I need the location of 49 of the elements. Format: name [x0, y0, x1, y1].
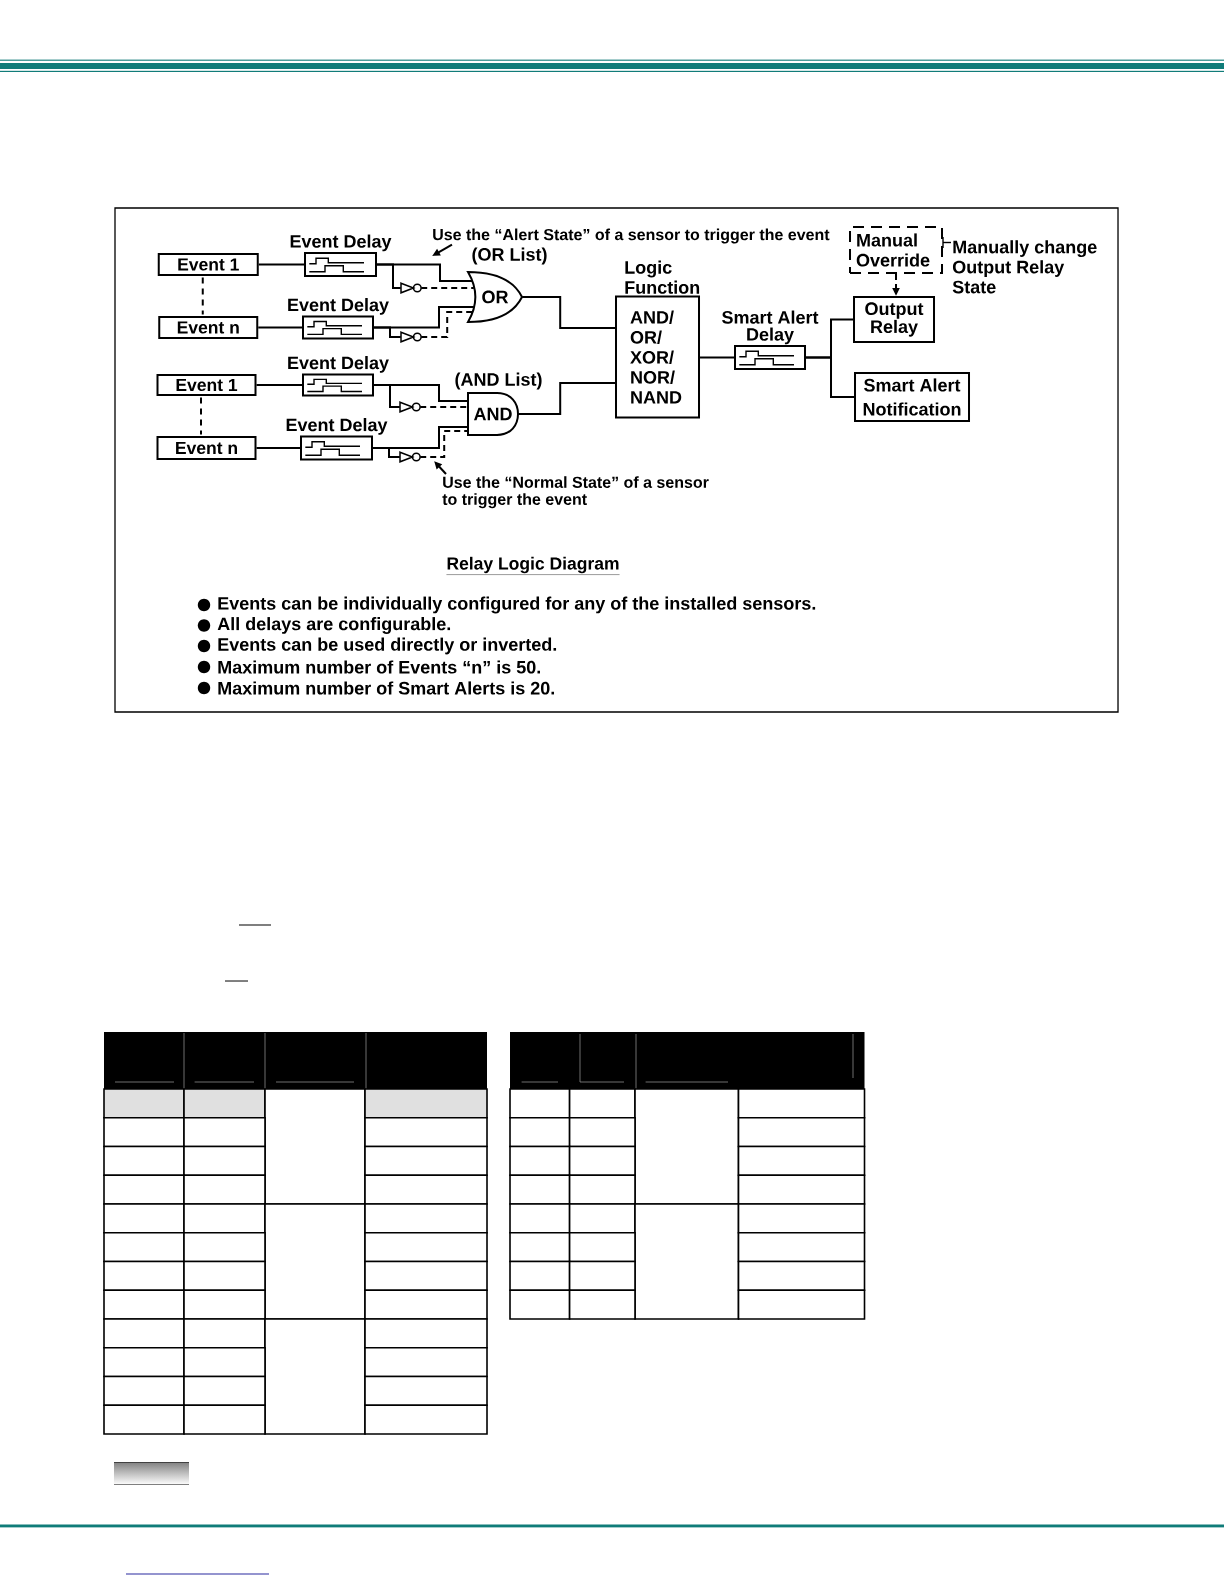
note-text: Use the “Alert State” of a sensor to trigger the event: [433, 228, 830, 244]
dashed-line: [201, 276, 204, 316]
note-text: Manually change Output Relay State: [952, 240, 1097, 294]
gate-label: (AND List): [455, 372, 542, 390]
relay-box: Output Relay: [853, 296, 935, 343]
dashed-line: [419, 406, 469, 408]
diagram-title: Relay Logic Diagram: [446, 556, 620, 575]
delay-label: Event Delay: [288, 356, 389, 373]
wire: [257, 263, 305, 266]
inverter-symbol: [400, 282, 422, 294]
event-box: Event 1: [157, 253, 259, 276]
bullet-text: Maximum number of Smart Alerts is 20.: [218, 681, 554, 695]
logic-box: AND/ OR/ XOR/ NOR/ NAND: [615, 295, 700, 419]
dashed-line: [419, 430, 469, 458]
event-box: Event n: [158, 316, 259, 339]
box-heading: Logic Function: [625, 260, 700, 294]
inverter-symbol: [399, 401, 421, 413]
delay-label: Event Delay: [290, 234, 392, 252]
wire: [373, 326, 402, 338]
gate-label: (OR List): [472, 247, 547, 265]
bullet-text: Maximum number of Events “n” is 50.: [218, 660, 540, 674]
wire: [805, 356, 855, 398]
inverter-symbol: [399, 451, 421, 463]
wire: [372, 447, 401, 458]
delay-label: Smart Alert Delay: [722, 310, 819, 345]
event-box: Event 1: [156, 374, 257, 396]
notification-box: Smart Alert Notification: [854, 372, 970, 422]
delay-label: Event Delay: [288, 298, 389, 315]
delay-label: Event Delay: [286, 418, 388, 435]
or-gate: OR: [467, 271, 523, 323]
dashed-line: [200, 396, 202, 436]
dashed-line: [420, 311, 474, 338]
wire: [255, 384, 303, 386]
override-box: Manual Override: [849, 226, 943, 274]
and-gate: AND: [467, 392, 519, 436]
inverter-symbol: [400, 331, 422, 343]
bullet-text: All delays are configurable.: [217, 617, 451, 634]
wire: [699, 356, 735, 359]
event-box: Event n: [156, 436, 257, 460]
bullet-text: Events can be individually configured for any of the installed sensors.: [218, 596, 816, 614]
wire: [521, 296, 616, 329]
wire: [376, 263, 402, 289]
wire: [255, 447, 301, 449]
leader-arrow: [434, 461, 447, 475]
wire: [373, 384, 401, 408]
wire: [257, 326, 303, 329]
bullet-text: Events can be used directly or inverted.: [218, 637, 557, 655]
note-text: Use the “Normal State” of a sensor to trigger the event: [442, 476, 709, 509]
dashed-line: [420, 287, 475, 289]
